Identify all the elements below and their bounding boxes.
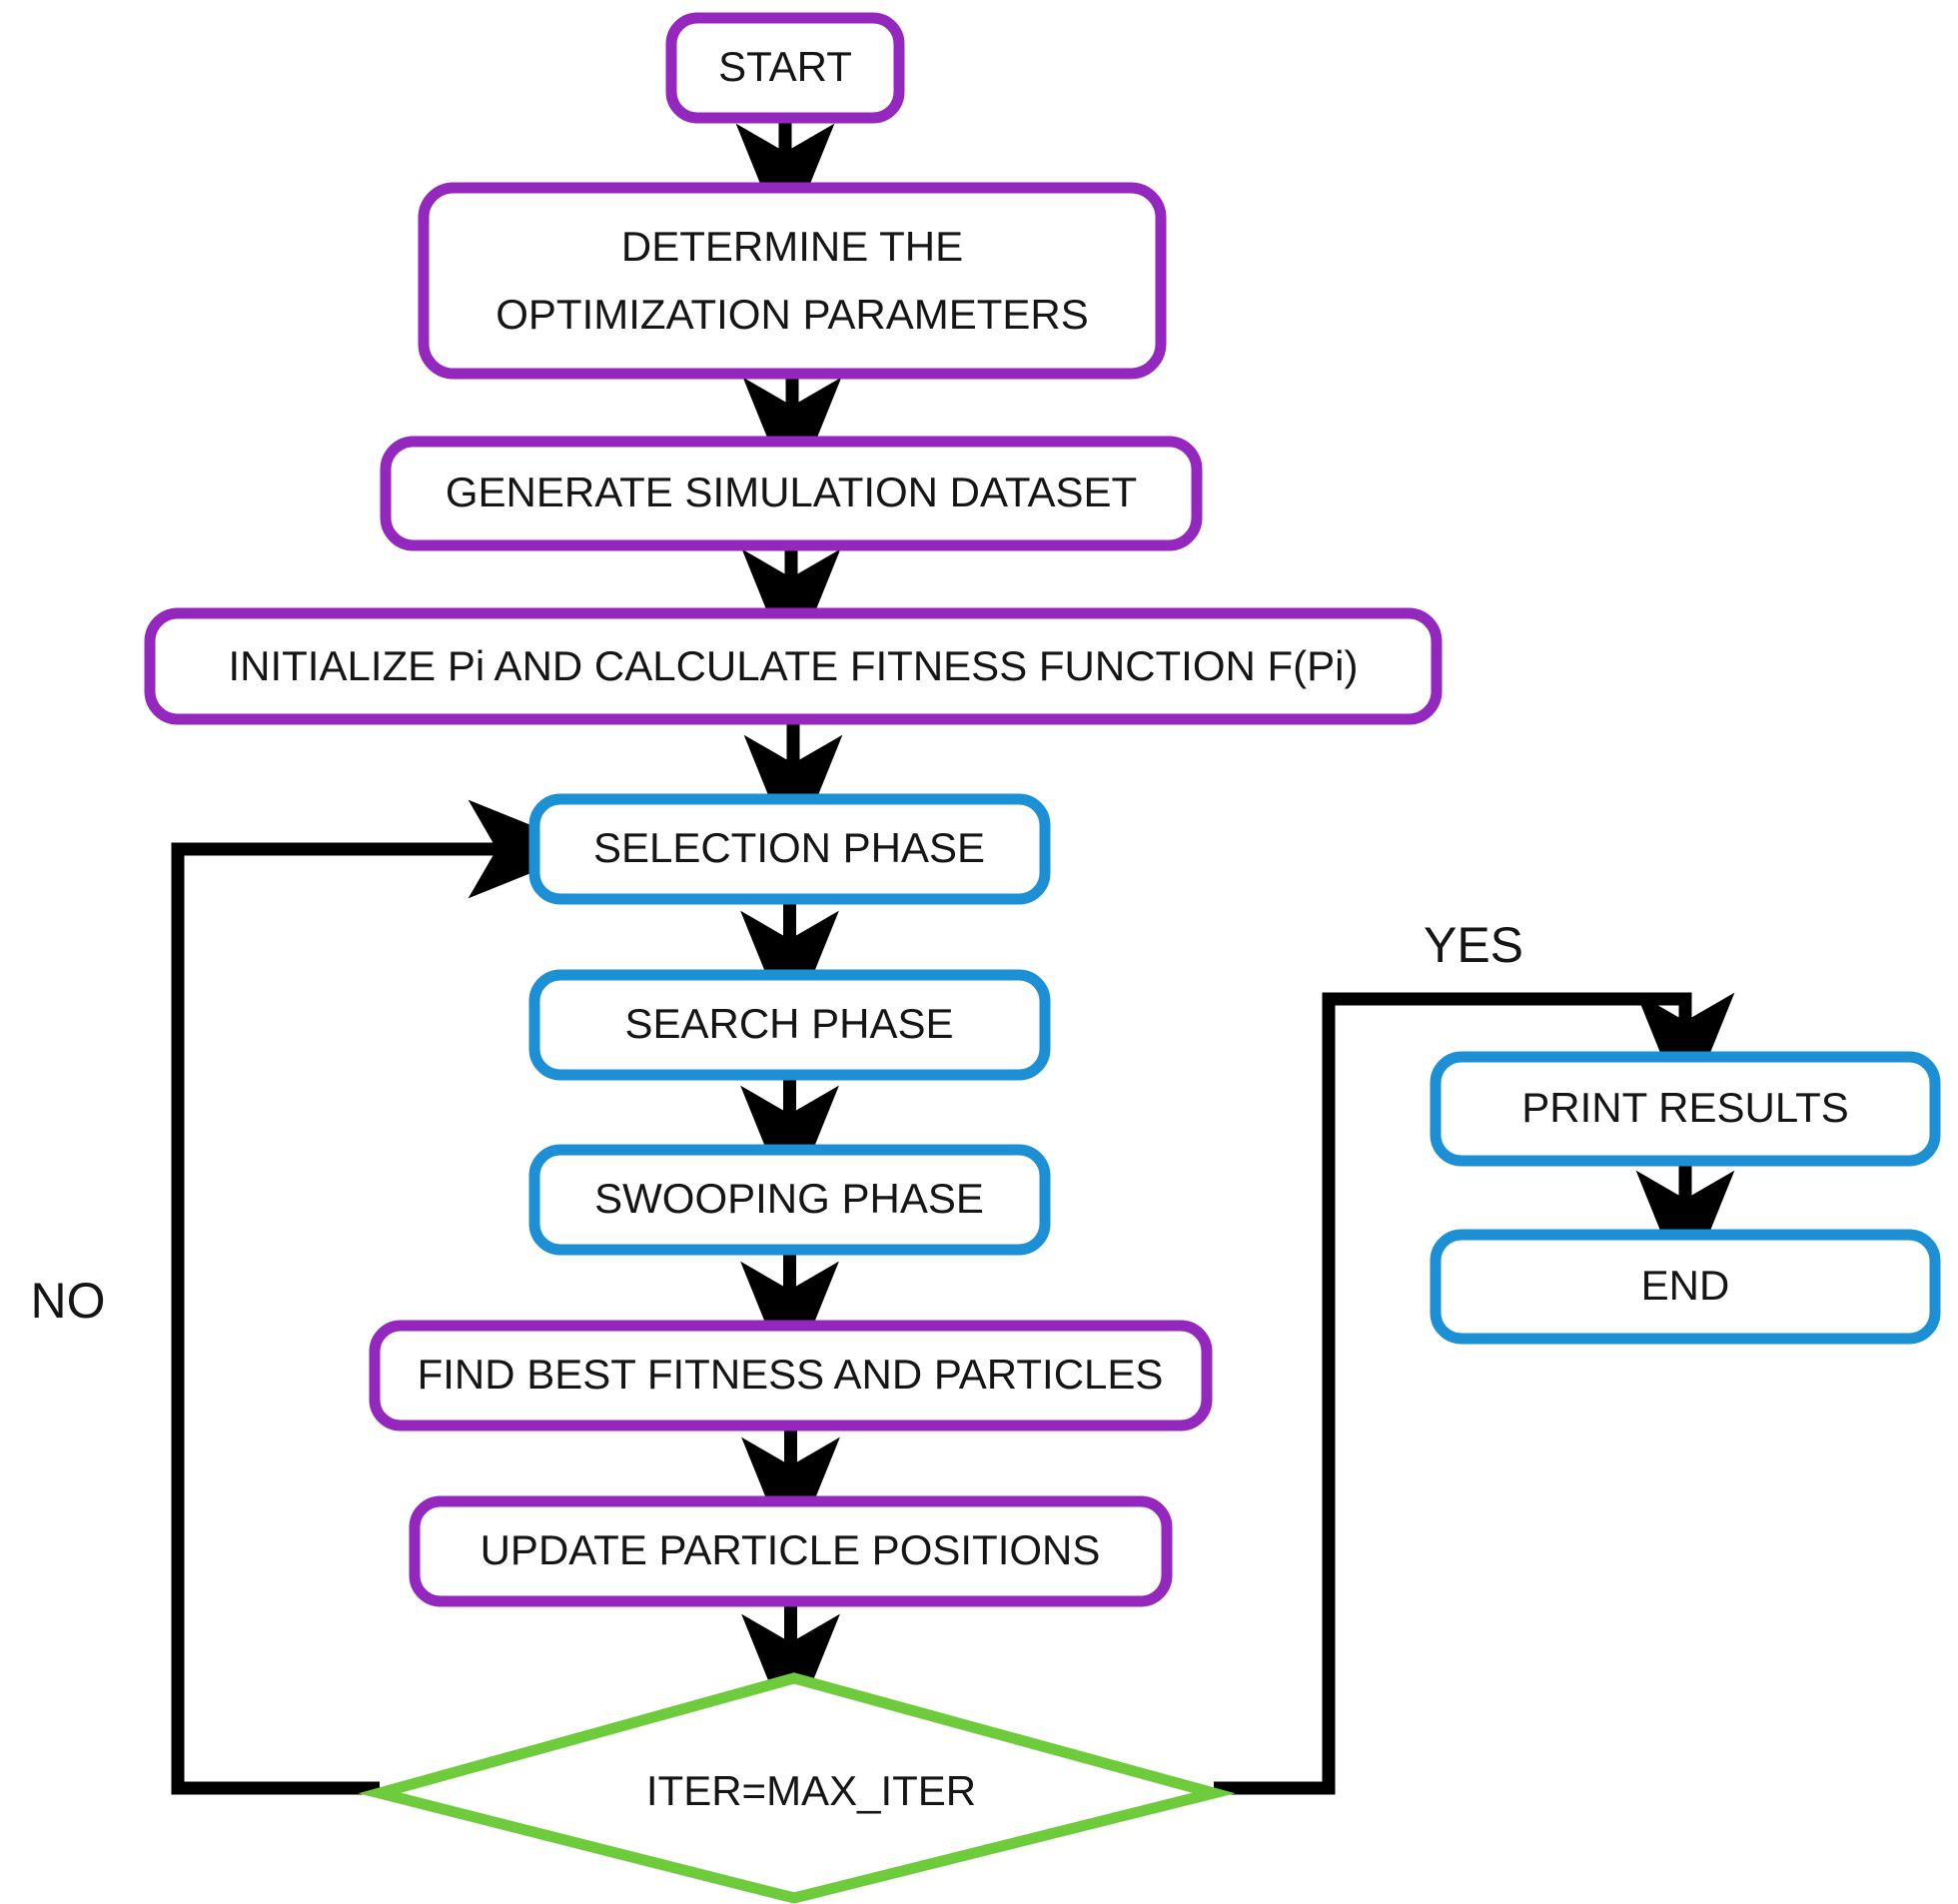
node-update-positions[interactable]: UPDATE PARTICLE POSITIONS: [409, 1495, 1173, 1607]
node-iter-check-label: ITER=MAX_ITER: [646, 1767, 976, 1814]
node-determine-parameters-line1: DETERMINE THE: [621, 223, 963, 270]
node-swooping-phase-shape: [528, 1144, 1051, 1256]
node-generate-dataset[interactable]: GENERATE SIMULATION DATASET: [380, 436, 1203, 551]
node-iter-check-shape: [358, 1672, 1236, 1904]
node-initialize-pi-shape: [144, 607, 1443, 725]
node-print-results-label: PRINT RESULTS: [1521, 1084, 1849, 1131]
node-generate-dataset-label: GENERATE SIMULATION DATASET: [446, 469, 1137, 515]
node-selection-phase[interactable]: SELECTION PHASE: [528, 793, 1051, 905]
node-swooping-phase[interactable]: SWOOPING PHASE: [528, 1144, 1051, 1256]
node-find-best-fitness-label: FIND BEST FITNESS AND PARTICLES: [418, 1351, 1164, 1398]
node-determine-parameters-line2: OPTIMIZATION PARAMETERS: [495, 291, 1088, 338]
node-start[interactable]: START: [665, 12, 905, 124]
node-start-shape: [665, 12, 905, 124]
node-search-phase-label: SEARCH PHASE: [624, 1000, 953, 1047]
node-end-shape: [1430, 1229, 1941, 1345]
node-print-results[interactable]: PRINT RESULTS: [1430, 1051, 1941, 1167]
node-print-results-shape: [1430, 1051, 1941, 1167]
node-update-positions-label: UPDATE PARTICLE POSITIONS: [481, 1526, 1101, 1573]
node-generate-dataset-shape: [380, 436, 1203, 551]
node-initialize-pi[interactable]: INITIALIZE Pi AND CALCULATE FITNESS FUNC…: [144, 607, 1443, 725]
edge-label-no: NO: [31, 1273, 106, 1329]
node-initialize-pi-label: INITIALIZE Pi AND CALCULATE FITNESS FUNC…: [228, 642, 1358, 689]
node-iter-check[interactable]: ITER=MAX_ITER: [358, 1672, 1236, 1904]
node-swooping-phase-label: SWOOPING PHASE: [594, 1175, 984, 1222]
node-find-best-fitness[interactable]: FIND BEST FITNESS AND PARTICLES: [369, 1320, 1213, 1431]
node-end[interactable]: END: [1430, 1229, 1941, 1345]
node-determine-parameters[interactable]: DETERMINE THE OPTIMIZATION PARAMETERS: [418, 182, 1167, 380]
node-selection-phase-shape: [528, 793, 1051, 905]
edge-iter-no-loopback: [171, 799, 590, 1795]
node-selection-phase-label: SELECTION PHASE: [593, 824, 985, 871]
node-update-positions-shape: [409, 1495, 1173, 1607]
edge-label-yes: YES: [1424, 917, 1523, 973]
node-search-phase-shape: [528, 969, 1051, 1081]
node-start-label: START: [718, 43, 852, 90]
connectors: [171, 118, 1735, 1795]
node-find-best-fitness-shape: [369, 1320, 1213, 1431]
node-end-label: END: [1641, 1262, 1730, 1309]
node-search-phase[interactable]: SEARCH PHASE: [528, 969, 1051, 1081]
node-determine-parameters-shape: [418, 182, 1167, 380]
edge-iter-yes-to-print: [1214, 992, 1735, 1795]
